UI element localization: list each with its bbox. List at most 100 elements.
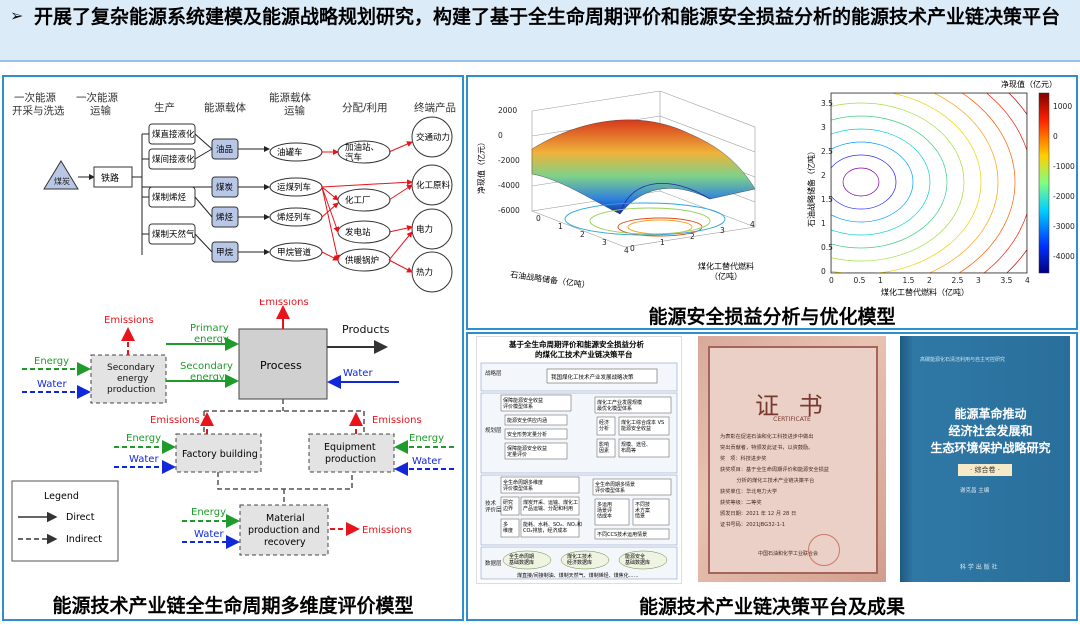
emissions-top: Emissions (259, 299, 309, 308)
carrier-label: 甲烷 (216, 247, 234, 258)
contour-frame (830, 92, 1028, 274)
platform-layer: 战略层 (485, 369, 502, 377)
contour-line (831, 93, 982, 273)
coal-triangle (43, 160, 79, 190)
platform-mid-left-box (500, 518, 520, 538)
col-carrier-transport: 能源载体运输 (269, 91, 311, 117)
contour-x-tick: 0.5 (854, 276, 866, 285)
platform-database-label: 煤化工技术经济数据库 (567, 553, 592, 566)
secondary-production-box (90, 354, 167, 404)
contour-x-tick: 2 (927, 276, 932, 285)
platform-mid-right-box (592, 478, 672, 496)
colorbar-title: 净现值（亿元） (1001, 79, 1057, 89)
platform-mid-left-box-label: 研究边界 (503, 499, 513, 512)
contour-y-tick: 1 (821, 219, 826, 228)
platform-mid-left-box-label: 多维度 (503, 521, 513, 534)
col-transport: 一次能源运输 (76, 91, 118, 117)
contour-x-tick: 0 (829, 276, 834, 285)
col-production: 生产 (154, 101, 175, 114)
contour-y-tick: 2 (821, 171, 826, 180)
carrier-label: 煤炭 (216, 182, 234, 193)
platform-database (502, 550, 552, 570)
platform-title: 基于全生命周期评价和能源安全损益分析的煤化工技术产业链决策平台 (508, 339, 644, 359)
contour-line (928, 93, 999, 273)
cert-line: 证书号码：2021JBG32-1-1 (720, 522, 786, 528)
y-tick: 4 (750, 220, 755, 229)
bottom-right-panel: 基于全生命周期评价和能源安全损益分析的煤化工技术产业链决策平台 战略层规划层技术… (466, 332, 1078, 621)
book-volume: · 综合卷 · (958, 464, 1012, 476)
cert-line: 奖 项：科技进步奖 (720, 456, 767, 462)
platform-layer: 规划层 (485, 426, 502, 434)
y-tick: 2 (690, 232, 695, 241)
x-axis-label: 石油战略储备（亿吨） (510, 269, 591, 290)
emissions-factory: Emissions (150, 415, 200, 426)
x-tick: 0 (536, 214, 541, 223)
distribution-label: 化工厂 (345, 195, 371, 206)
platform-mid-left-box (520, 496, 580, 516)
z-tick: -2000 (498, 156, 520, 165)
caption-bottom-right: 能源技术产业链决策平台及成果 (638, 596, 905, 618)
platform-right-box-label: 经济分析 (599, 419, 609, 432)
coal-label: 煤炭 (54, 176, 70, 186)
contour-line (831, 115, 948, 249)
platform-left-box (504, 442, 568, 460)
bullet-arrow-icon: ➢ (10, 6, 24, 25)
contour-x-tick: 2.5 (952, 276, 964, 285)
contour-x-tick: 1.5 (903, 276, 915, 285)
platform-database (618, 550, 668, 570)
cert-line: 分析的煤化工技术产业链决策平台 (720, 478, 815, 484)
platform-left-box-label: 能源安全供应内涵 (507, 417, 547, 424)
contour-y-tick: 3 (821, 123, 826, 132)
factory-box (175, 433, 262, 473)
energy-chain-diagram: 一次能源开采与洗选 一次能源运输 生产 能源载体 能源载体运输 分配/利用 终端… (12, 91, 456, 293)
z-tick: -4000 (498, 181, 520, 190)
x-tick: 2 (580, 230, 585, 239)
platform-left-box-label: 保障能源安全收益评价模型体系 (503, 397, 543, 410)
platform-mid-left-box (500, 496, 520, 516)
water-left-label: Water (37, 379, 67, 390)
cert-seal (808, 534, 840, 566)
colorbar (1038, 92, 1050, 274)
certificate-image: 证 书 CERTIFICATE 为表彰在促进石油和化工科技进步中做出突出贡献者，… (698, 336, 886, 582)
product-label: 化工原料 (416, 180, 451, 191)
emissions-equipment: Emissions (372, 415, 422, 426)
energy-equipment-label: Energy (409, 433, 444, 444)
carrier-label: 油品 (216, 144, 233, 155)
cert-line: 突出贡献者，特颁发此证书，以资鼓励。 (720, 445, 814, 451)
process-label: 煤间接液化 (152, 154, 195, 165)
emissions-left: Emissions (104, 315, 154, 326)
contour-x-tick: 3.5 (1001, 276, 1013, 285)
platform-mid-left-box-label: 煤炭开采、运输、煤化工产品运输、分配和利用 (523, 499, 578, 512)
contour-y-tick: 1.5 (821, 195, 833, 204)
caption-bottom-left: 能源技术产业链全生命周期多维度评价模型 (52, 595, 414, 617)
cert-subtitle: CERTIFICATE (773, 416, 811, 423)
colorbar-tick: -4000 (1053, 252, 1075, 261)
legend-indirect: Indirect (66, 534, 102, 545)
contour-y-tick: 2.5 (821, 147, 833, 156)
x-tick: 1 (558, 222, 563, 231)
x-tick: 4 (624, 246, 629, 255)
book-image: 高碳能源化石清洁利用与自主可控研究 能源革命推动 经济社会发展和 生态环境保护战… (900, 336, 1070, 582)
carrier-transport-label: 油罐车 (277, 147, 303, 158)
platform-mid-left-box (500, 476, 580, 494)
col-distribution: 分配/利用 (342, 102, 388, 114)
product-label: 热力 (416, 267, 433, 278)
legend-title: Legend (44, 491, 79, 502)
product-label: 电力 (416, 224, 433, 235)
left-panel: 一次能源开采与洗选 一次能源运输 生产 能源载体 能源载体运输 分配/利用 终端… (2, 75, 464, 621)
material-box (239, 504, 329, 556)
z-tick: -6000 (498, 206, 520, 215)
col-products: 终端产品 (414, 101, 456, 114)
platform-mid-right-box-label: 不同技术方案情景 (635, 501, 650, 520)
product-label: 交通动力 (416, 132, 450, 143)
carrier-transport-label: 烯烃列车 (277, 212, 311, 223)
colorbar-tick: -3000 (1053, 222, 1075, 231)
